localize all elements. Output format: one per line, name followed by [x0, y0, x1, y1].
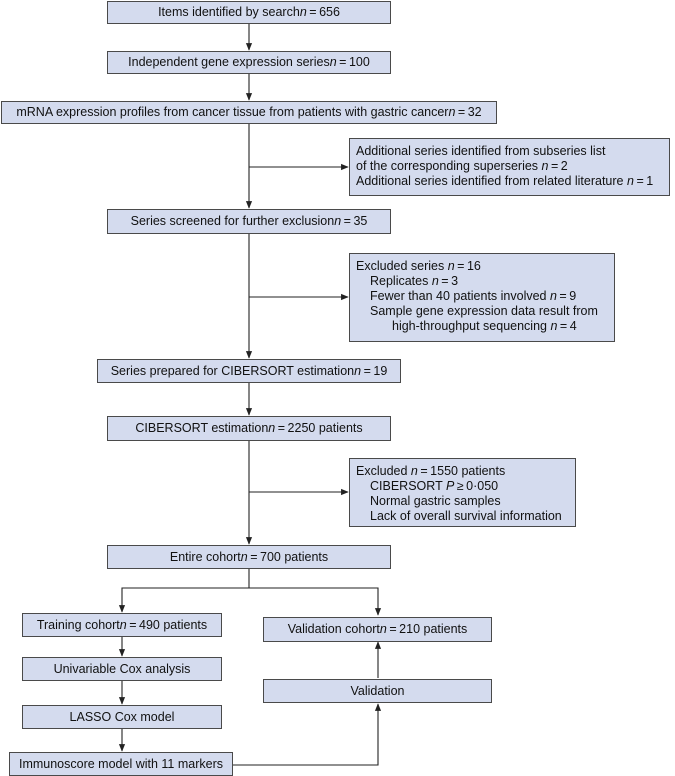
search-items-box: Items identified by search n = 656	[107, 1, 391, 24]
arrow-immunoscore-to-validation	[233, 703, 382, 766]
independent-series-box: Independent gene expression series n = 1…	[107, 51, 391, 74]
validation-cohort-box: Validation cohort n = 210 patients	[263, 617, 492, 642]
entire-cohort-box: Entire cohort n = 700 patients	[107, 545, 391, 569]
additional-series-box: Additional series identified from subser…	[349, 138, 670, 196]
excluded-patients-box: Excluded n = 1550 patients CIBERSORT P ≥…	[349, 458, 576, 527]
arrow-entire-to-validation-cohort	[249, 587, 382, 616]
screened-series-box: Series screened for further exclusion n …	[107, 209, 391, 234]
immunoscore-model-box: Immunoscore model with 11 markers	[9, 752, 233, 776]
training-cohort-box: Training cohort n = 490 patients	[22, 613, 222, 637]
excluded-series-box: Excluded series n = 16 Replicates n = 3 …	[349, 253, 615, 342]
prepared-series-box: Series prepared for CIBERSORT estimation…	[97, 359, 401, 383]
mrna-profiles-box: mRNA expression profiles from cancer tis…	[1, 101, 497, 124]
cibersort-estimation-box: CIBERSORT estimation n = 2250 patients	[107, 416, 391, 441]
univariable-cox-box: Univariable Cox analysis	[22, 657, 222, 681]
lasso-cox-box: LASSO Cox model	[22, 705, 222, 729]
arrow-entire-to-training	[118, 568, 250, 613]
validation-box: Validation	[263, 679, 492, 703]
